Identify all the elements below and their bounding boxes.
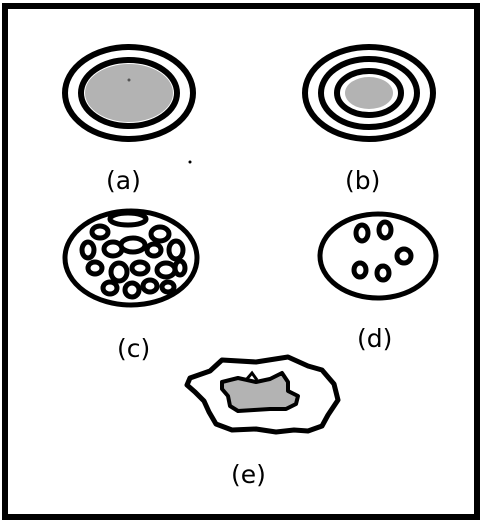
panel-d-blob — [356, 225, 368, 241]
panel-a-shape — [65, 47, 193, 139]
panel-c-blob — [82, 242, 94, 258]
label-e: (e) — [231, 462, 266, 487]
label-a: (a) — [106, 168, 141, 193]
panel-c-blob — [132, 262, 148, 274]
label-b: (b) — [345, 168, 380, 193]
panel-c-blob — [103, 282, 117, 294]
panel-c-blob — [151, 227, 169, 241]
panel-c-blob — [125, 283, 139, 297]
panel-a-core — [85, 64, 173, 122]
panel-c-blob — [157, 263, 175, 277]
panel-b-core — [345, 77, 393, 109]
panel-c-blob — [110, 213, 146, 225]
panel-c-blob — [169, 241, 183, 259]
panel-d-blob — [379, 222, 391, 238]
label-d: (d) — [357, 326, 392, 351]
panel-c-blob — [92, 226, 108, 238]
panel-c-blob — [143, 280, 157, 292]
panel-c-blob — [175, 261, 185, 275]
panel-d-blob — [377, 266, 389, 280]
panel-a-dot — [128, 79, 131, 82]
panel-c-blob — [147, 244, 161, 256]
panel-d-blob — [397, 249, 411, 263]
speck — [189, 161, 192, 164]
panel-c-blob — [111, 263, 127, 281]
panel-d-shape — [320, 214, 436, 298]
panel-e-shape — [187, 357, 338, 432]
panel-c-blob — [162, 282, 174, 292]
panel-c-blob — [88, 262, 102, 274]
label-c: (c) — [117, 336, 150, 361]
panel-c-blob — [121, 238, 145, 252]
panel-c-shape — [65, 211, 197, 305]
panel-d-blob — [354, 263, 366, 277]
panel-b-shape — [305, 47, 433, 139]
